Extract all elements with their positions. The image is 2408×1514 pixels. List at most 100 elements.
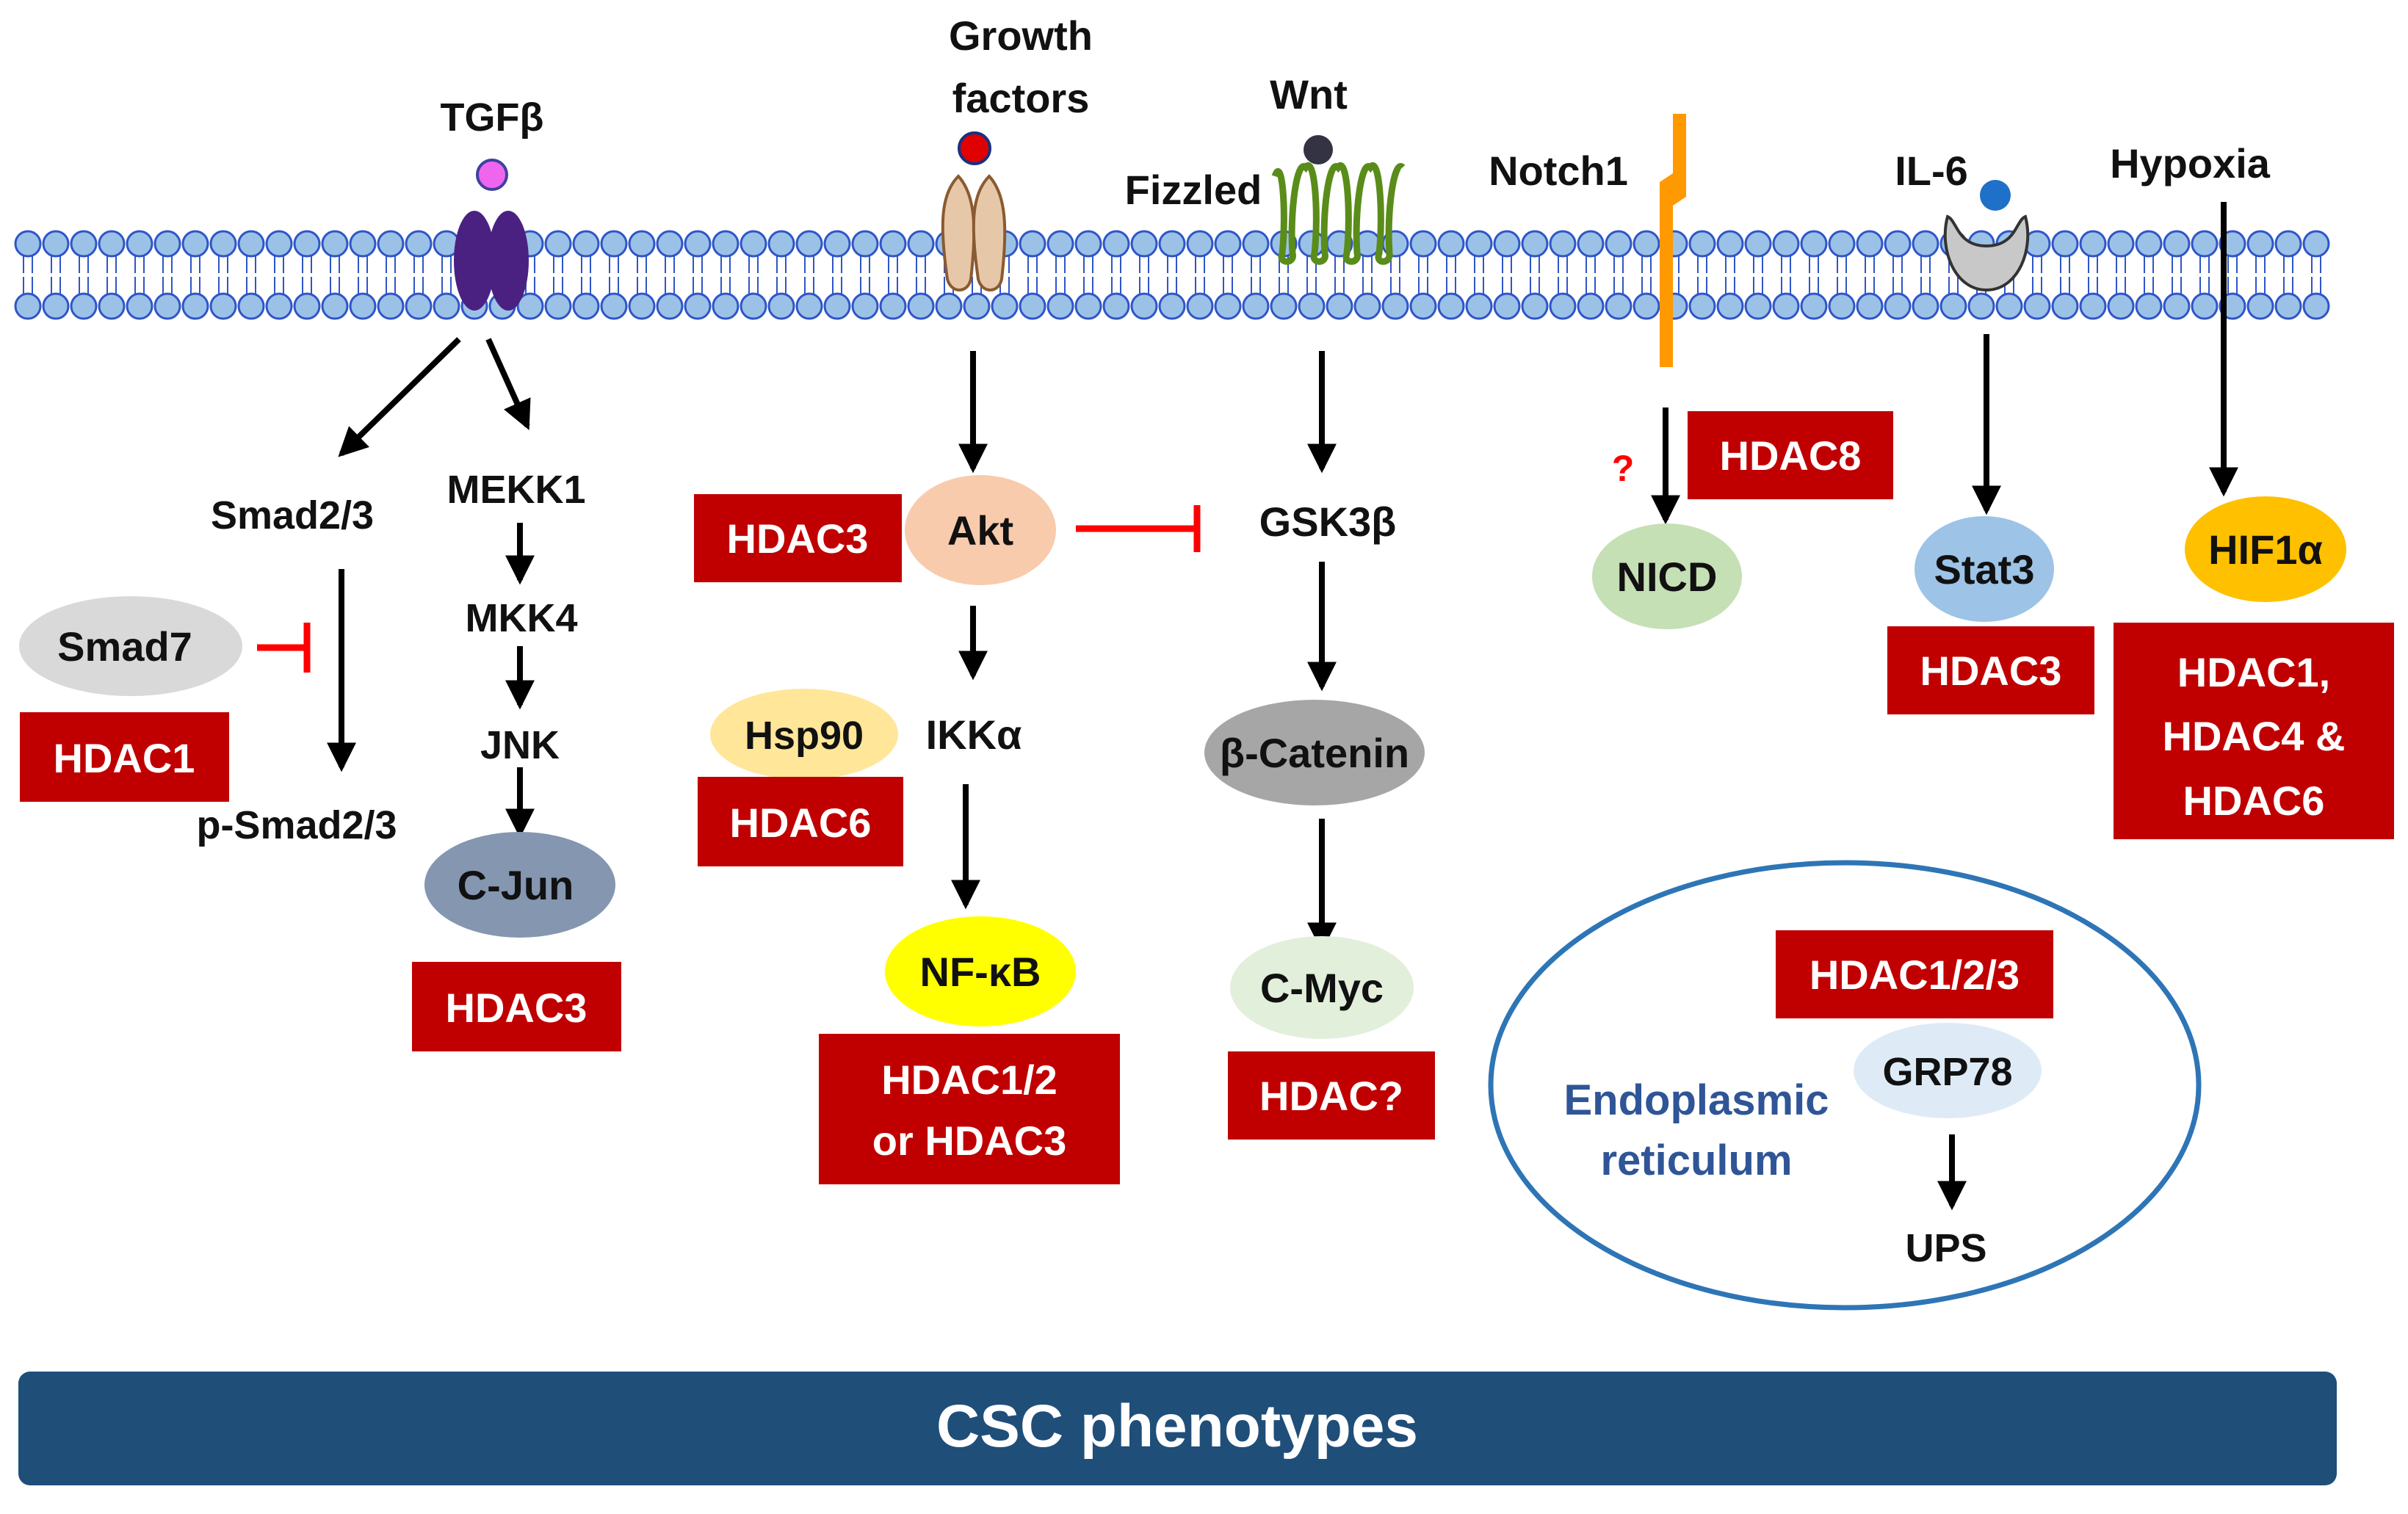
akt-label: Akt <box>947 507 1013 554</box>
hdac1-smad7-box <box>20 712 229 802</box>
lipid-head <box>823 230 851 258</box>
growth-factor-ligand <box>958 131 991 165</box>
lipid-head <box>377 230 405 258</box>
hdac6-hsp90-label: HDAC6 <box>730 800 872 846</box>
lipid-head <box>349 292 377 320</box>
lipid-head <box>126 230 153 258</box>
lipid-head <box>767 292 795 320</box>
hdac3-cjun-box <box>412 962 621 1051</box>
lipid-head <box>1102 230 1130 258</box>
lipid-head <box>740 292 767 320</box>
nfkb-label: NF-κB <box>920 949 1041 995</box>
lipid-head <box>1912 230 1939 258</box>
lipid-head <box>1744 292 1772 320</box>
lipid-head <box>544 292 572 320</box>
er-label-line1: Endoplasmic <box>1564 1076 1829 1124</box>
notch-question-mark: ? <box>1612 448 1635 489</box>
hdac3-cjun-label: HDAC3 <box>446 985 587 1031</box>
lipid-head <box>98 230 126 258</box>
lipid-head <box>2107 292 2135 320</box>
lipid-head <box>321 292 349 320</box>
lipid-head <box>1158 292 1186 320</box>
lipid-head <box>935 292 963 320</box>
lipid-head <box>237 230 265 258</box>
hif1a-label: HIF1α <box>2208 526 2323 573</box>
lipid-head <box>1995 292 2023 320</box>
lipid-head <box>42 292 70 320</box>
lipid-head <box>1130 292 1158 320</box>
smad7-node <box>19 596 242 696</box>
wnt-label: Wnt <box>1270 71 1348 117</box>
lipid-head <box>2163 230 2191 258</box>
lipid-head <box>2107 230 2135 258</box>
lipid-head <box>237 292 265 320</box>
lipid-head <box>684 292 712 320</box>
lipid-head <box>1130 230 1158 258</box>
hdac-cmyc-label: HDAC? <box>1259 1073 1403 1119</box>
stat3-node <box>1915 516 2054 622</box>
hdac1-smad7-label: HDAC1 <box>54 735 195 781</box>
lipid-head <box>2274 292 2302 320</box>
cmyc-label: C-Myc <box>1260 965 1384 1011</box>
smad23-label: Smad2/3 <box>211 493 374 537</box>
lipid-head <box>2191 292 2219 320</box>
lipid-head <box>42 230 70 258</box>
lipid-head <box>1884 230 1912 258</box>
lipid-head <box>1493 230 1521 258</box>
bcatenin-node <box>1204 700 1425 805</box>
hdac-nfkb-box <box>819 1034 1120 1184</box>
hdac-cmyc-box <box>1228 1051 1435 1140</box>
lipid-head <box>1716 230 1744 258</box>
lipid-head <box>795 230 823 258</box>
cjun-label: C-Jun <box>458 862 574 908</box>
lipid-head <box>2079 292 2107 320</box>
lipid-head <box>2051 292 2079 320</box>
lipid-head <box>1633 230 1660 258</box>
lipid-head <box>153 292 181 320</box>
lipid-head <box>823 292 851 320</box>
er-outline <box>1488 860 2202 1311</box>
grp78-label: GRP78 <box>1882 1050 2012 1094</box>
lipid-head <box>1688 292 1716 320</box>
mkk4-label: MKK4 <box>465 596 577 640</box>
hif1a-node <box>2185 496 2346 602</box>
growth-factors-label-line2: factors <box>952 75 1090 121</box>
il6-receptor <box>1943 214 2030 292</box>
lipid-head <box>2135 292 2163 320</box>
lipid-head <box>572 292 600 320</box>
gsk3b-label: GSK3β <box>1259 499 1397 545</box>
lipid-head <box>1856 292 1884 320</box>
bcatenin-label: β-Catenin <box>1220 730 1409 776</box>
lipid-head <box>851 230 879 258</box>
lipid-head <box>1242 292 1270 320</box>
lipid-head <box>1549 230 1577 258</box>
lipid-head <box>1186 292 1214 320</box>
lipid-head <box>1465 292 1493 320</box>
lipid-head <box>991 292 1019 320</box>
lipid-head <box>2246 230 2274 258</box>
lipid-head <box>293 292 321 320</box>
lipid-head <box>1577 292 1605 320</box>
lipid-head <box>377 292 405 320</box>
lipid-head <box>1800 292 1828 320</box>
hdac-hif1a-box <box>2114 623 2394 839</box>
lipid-head <box>1186 230 1214 258</box>
lipid-head <box>1633 292 1660 320</box>
hdac123-box <box>1776 930 2053 1018</box>
lipid-head <box>628 230 656 258</box>
growth-factors-label-line1: Growth <box>949 12 1093 59</box>
hdac3-stat3-box <box>1887 626 2094 714</box>
lipid-head <box>405 230 433 258</box>
nicd-node <box>1592 524 1742 629</box>
hsp90-label: Hsp90 <box>745 714 864 758</box>
lipid-head <box>712 230 740 258</box>
lipid-head <box>321 230 349 258</box>
stat3-label: Stat3 <box>1934 546 2035 593</box>
lipid-head <box>516 292 544 320</box>
lipid-head <box>795 292 823 320</box>
lipid-head <box>2023 292 2051 320</box>
lipid-head <box>656 230 684 258</box>
wnt-ligand <box>1304 135 1333 164</box>
lipid-head <box>433 292 460 320</box>
